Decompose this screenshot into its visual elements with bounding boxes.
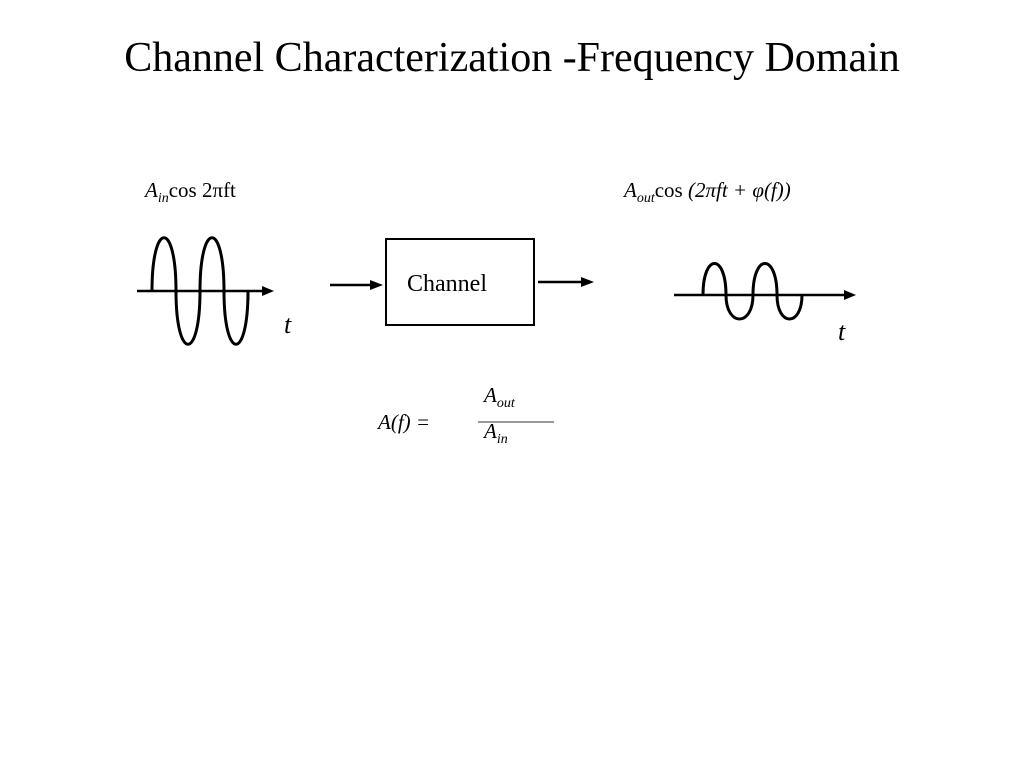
denominator-symbol: A: [484, 419, 497, 443]
formula-denominator: Ain: [484, 419, 508, 447]
channel-label: Channel: [407, 271, 487, 297]
denominator-subscript: in: [496, 432, 508, 447]
input-sine-wave: [150, 236, 250, 346]
formula-lhs-text: A(f) =: [378, 410, 431, 434]
slide-title: Channel Characterization -Frequency Doma…: [124, 35, 900, 81]
output-axis-arrowhead: [844, 290, 856, 300]
input-time-label: t: [284, 310, 292, 339]
input-arrow-head: [370, 280, 383, 290]
output-amplitude-symbol: A: [624, 178, 637, 202]
output-time-label: t: [838, 317, 846, 346]
input-amplitude-symbol: A: [145, 178, 158, 202]
output-amplitude-subscript: out: [636, 191, 655, 206]
output-signal-expression: (2πft + φ(f)): [682, 178, 791, 202]
input-amplitude-subscript: in: [157, 191, 169, 206]
output-arrow-head: [581, 277, 594, 287]
formula-lhs: A(f) =: [378, 410, 430, 434]
fraction-bar: [478, 421, 554, 423]
numerator-symbol: A: [484, 383, 497, 407]
numerator-subscript: out: [496, 396, 515, 411]
input-axis-arrowhead: [262, 286, 274, 296]
output-signal-label: Aoutcos (2πft + φ(f)): [624, 178, 791, 206]
channel-block: Channel: [385, 238, 535, 326]
input-signal-label: Aincos 2πft: [145, 178, 236, 206]
input-signal-expression: cos 2πft: [168, 178, 236, 202]
output-sine-wave: [701, 262, 804, 321]
output-cos-function: cos: [654, 178, 683, 202]
formula-numerator: Aout: [484, 383, 515, 411]
